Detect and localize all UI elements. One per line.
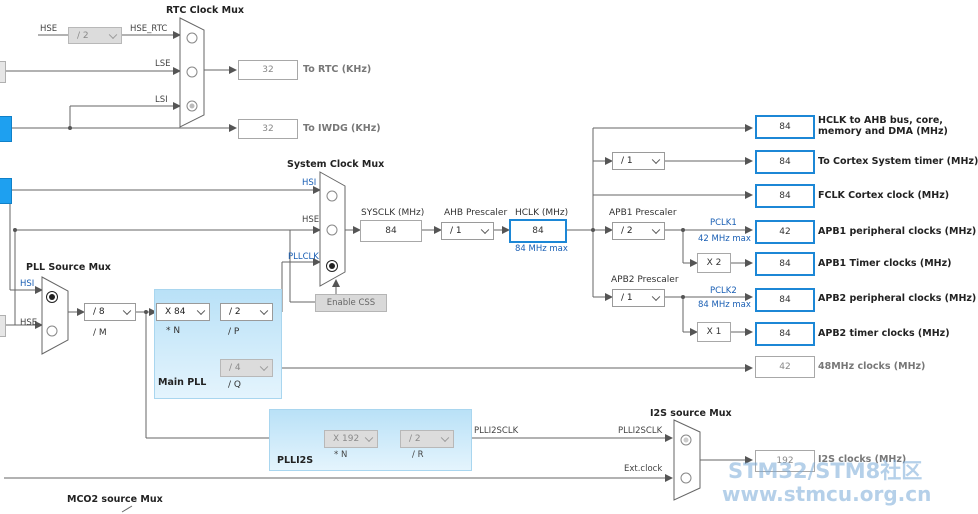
output-value-apb2-timer[interactable]: 84 [755, 322, 815, 346]
output-label-apb2-peripheral: APB2 peripheral clocks (MHz) [818, 293, 977, 304]
output-value-48mhz[interactable]: 42 [755, 356, 815, 378]
ahb-prescaler-label: AHB Prescaler [444, 208, 508, 218]
pclk1-label: PCLK1 [710, 218, 737, 228]
i2s-ext-clock-label: Ext.clock [624, 464, 663, 474]
output-value-cortex-timer[interactable]: 84 [755, 150, 815, 174]
hse-rtc-divider-select[interactable]: / 2 [68, 27, 122, 44]
pll-q-divider-select[interactable]: / 4 [220, 359, 273, 377]
iwdg-output-label: To IWDG (KHz) [303, 123, 381, 134]
apb1-prescaler-select[interactable]: / 2 [612, 222, 665, 240]
i2s-mux-shape [673, 419, 701, 501]
output-value-apb1-peripheral[interactable]: 42 [755, 220, 815, 244]
rtc-lse-label: LSE [155, 59, 171, 69]
plli2s-n-label: * N [334, 450, 348, 460]
hclk-max-note: 84 MHz max [515, 244, 568, 254]
pclk2-max-note: 84 MHz max [698, 300, 751, 310]
sys-hsi-label: HSI [302, 178, 317, 188]
pll-m-divider-select[interactable]: / 8 [84, 303, 136, 321]
watermark-line1: STM32/STM8社区 [728, 459, 923, 483]
lse-source-button[interactable] [0, 61, 6, 83]
lsi-source-button[interactable] [0, 116, 12, 142]
plli2sclk-label: PLLI2SCLK [474, 426, 519, 436]
pclk2-label: PCLK2 [710, 286, 737, 296]
output-value-hclk[interactable]: 84 [755, 115, 815, 139]
main-pll-title: Main PLL [158, 377, 207, 388]
plli2s-title: PLLI2S [277, 455, 314, 466]
i2s-radio-ext[interactable] [680, 472, 692, 484]
pll-p-divider-select[interactable]: / 2 [220, 303, 273, 321]
pll-radio-hse[interactable] [46, 325, 58, 337]
apb2-prescaler-select[interactable]: / 1 [612, 289, 665, 307]
i2s-value-box[interactable]: 192 [755, 450, 815, 472]
output-label-apb1-timer: APB1 Timer clocks (MHz) [818, 258, 952, 269]
hse-rtc-label: HSE_RTC [130, 24, 168, 34]
hclk-label: HCLK (MHz) [515, 208, 569, 218]
cortex-timer-divider-select[interactable]: / 1 [612, 152, 665, 170]
output-label-apb1-peripheral: APB1 peripheral clocks (MHz) [818, 226, 977, 237]
watermark-line2: www.stmcu.org.cn [722, 482, 932, 506]
sys-radio-hse[interactable] [326, 224, 338, 236]
plli2s-r-divider-select[interactable]: / 2 [400, 430, 454, 448]
output-label-apb2-timer: APB2 timer clocks (MHz) [818, 328, 950, 339]
sys-hse-label: HSE [302, 215, 320, 225]
rtc-output-label: To RTC (KHz) [303, 64, 372, 75]
pll-p-label: / P [228, 327, 240, 337]
apb1-prescaler-label: APB1 Prescaler [609, 208, 677, 218]
enable-css-button[interactable]: Enable CSS [315, 294, 387, 312]
rtc-value-box[interactable]: 32 [238, 60, 298, 80]
sysclk-label: SYSCLK (MHz) [361, 208, 425, 218]
ahb-prescaler-select[interactable]: / 1 [441, 222, 494, 240]
pll-q-label: / Q [228, 380, 241, 390]
output-label-hclk: HCLK to AHB bus, core, [818, 115, 943, 126]
plli2s-r-label: / R [412, 450, 424, 460]
i2s-output-label: I2S clocks (MHz) [818, 454, 907, 465]
output-value-apb2-peripheral[interactable]: 84 [755, 288, 815, 312]
i2s-plli2sclk-label: PLLI2SCLK [618, 426, 663, 436]
apb2-timer-multiplier: X 1 [697, 322, 731, 342]
rtc-radio-lse[interactable] [186, 66, 198, 78]
pll-n-multiplier-select[interactable]: X 84 [156, 303, 210, 321]
plli2s-n-multiplier-select[interactable]: X 192 [324, 430, 378, 448]
hclk-value-box[interactable]: 84 [509, 219, 567, 243]
sys-radio-hsi[interactable] [326, 190, 338, 202]
rtc-radio-hse[interactable] [186, 32, 198, 44]
pclk1-max-note: 42 MHz max [698, 234, 751, 244]
hse-source-button[interactable] [0, 315, 6, 337]
output-label-48mhz: 48MHz clocks (MHz) [818, 361, 926, 372]
pll-hse-label: HSE [20, 318, 38, 328]
apb2-prescaler-label: APB2 Prescaler [611, 275, 679, 285]
sys-pllclk-label: PLLCLK [288, 252, 319, 262]
pll-source-mux-title: PLL Source Mux [26, 262, 111, 273]
pll-m-label: / M [93, 328, 107, 338]
output-value-fclk[interactable]: 84 [755, 184, 815, 208]
output-label-hclk-2: memory and DMA (MHz) [818, 126, 948, 137]
apb1-timer-multiplier: X 2 [697, 253, 731, 273]
system-mux-title: System Clock Mux [287, 159, 385, 170]
rtc-lsi-label: LSI [155, 95, 168, 105]
hsi-source-button[interactable] [0, 178, 12, 204]
sysclk-value-box[interactable]: 84 [360, 220, 422, 242]
rtc-hse-label: HSE [40, 24, 58, 34]
iwdg-value-box[interactable]: 32 [238, 119, 298, 139]
output-label-fclk: FCLK Cortex clock (MHz) [818, 190, 950, 201]
output-label-cortex-timer: To Cortex System timer (MHz) [818, 156, 978, 167]
mco2-mux-title: MCO2 source Mux [67, 494, 163, 505]
rtc-mux-title: RTC Clock Mux [166, 5, 245, 16]
pll-n-label: * N [166, 326, 181, 336]
i2s-mux-title: I2S source Mux [650, 408, 732, 419]
pll-hsi-label: HSI [20, 279, 35, 289]
pll-source-mux-shape [41, 276, 69, 355]
output-value-apb1-timer[interactable]: 84 [755, 252, 815, 276]
